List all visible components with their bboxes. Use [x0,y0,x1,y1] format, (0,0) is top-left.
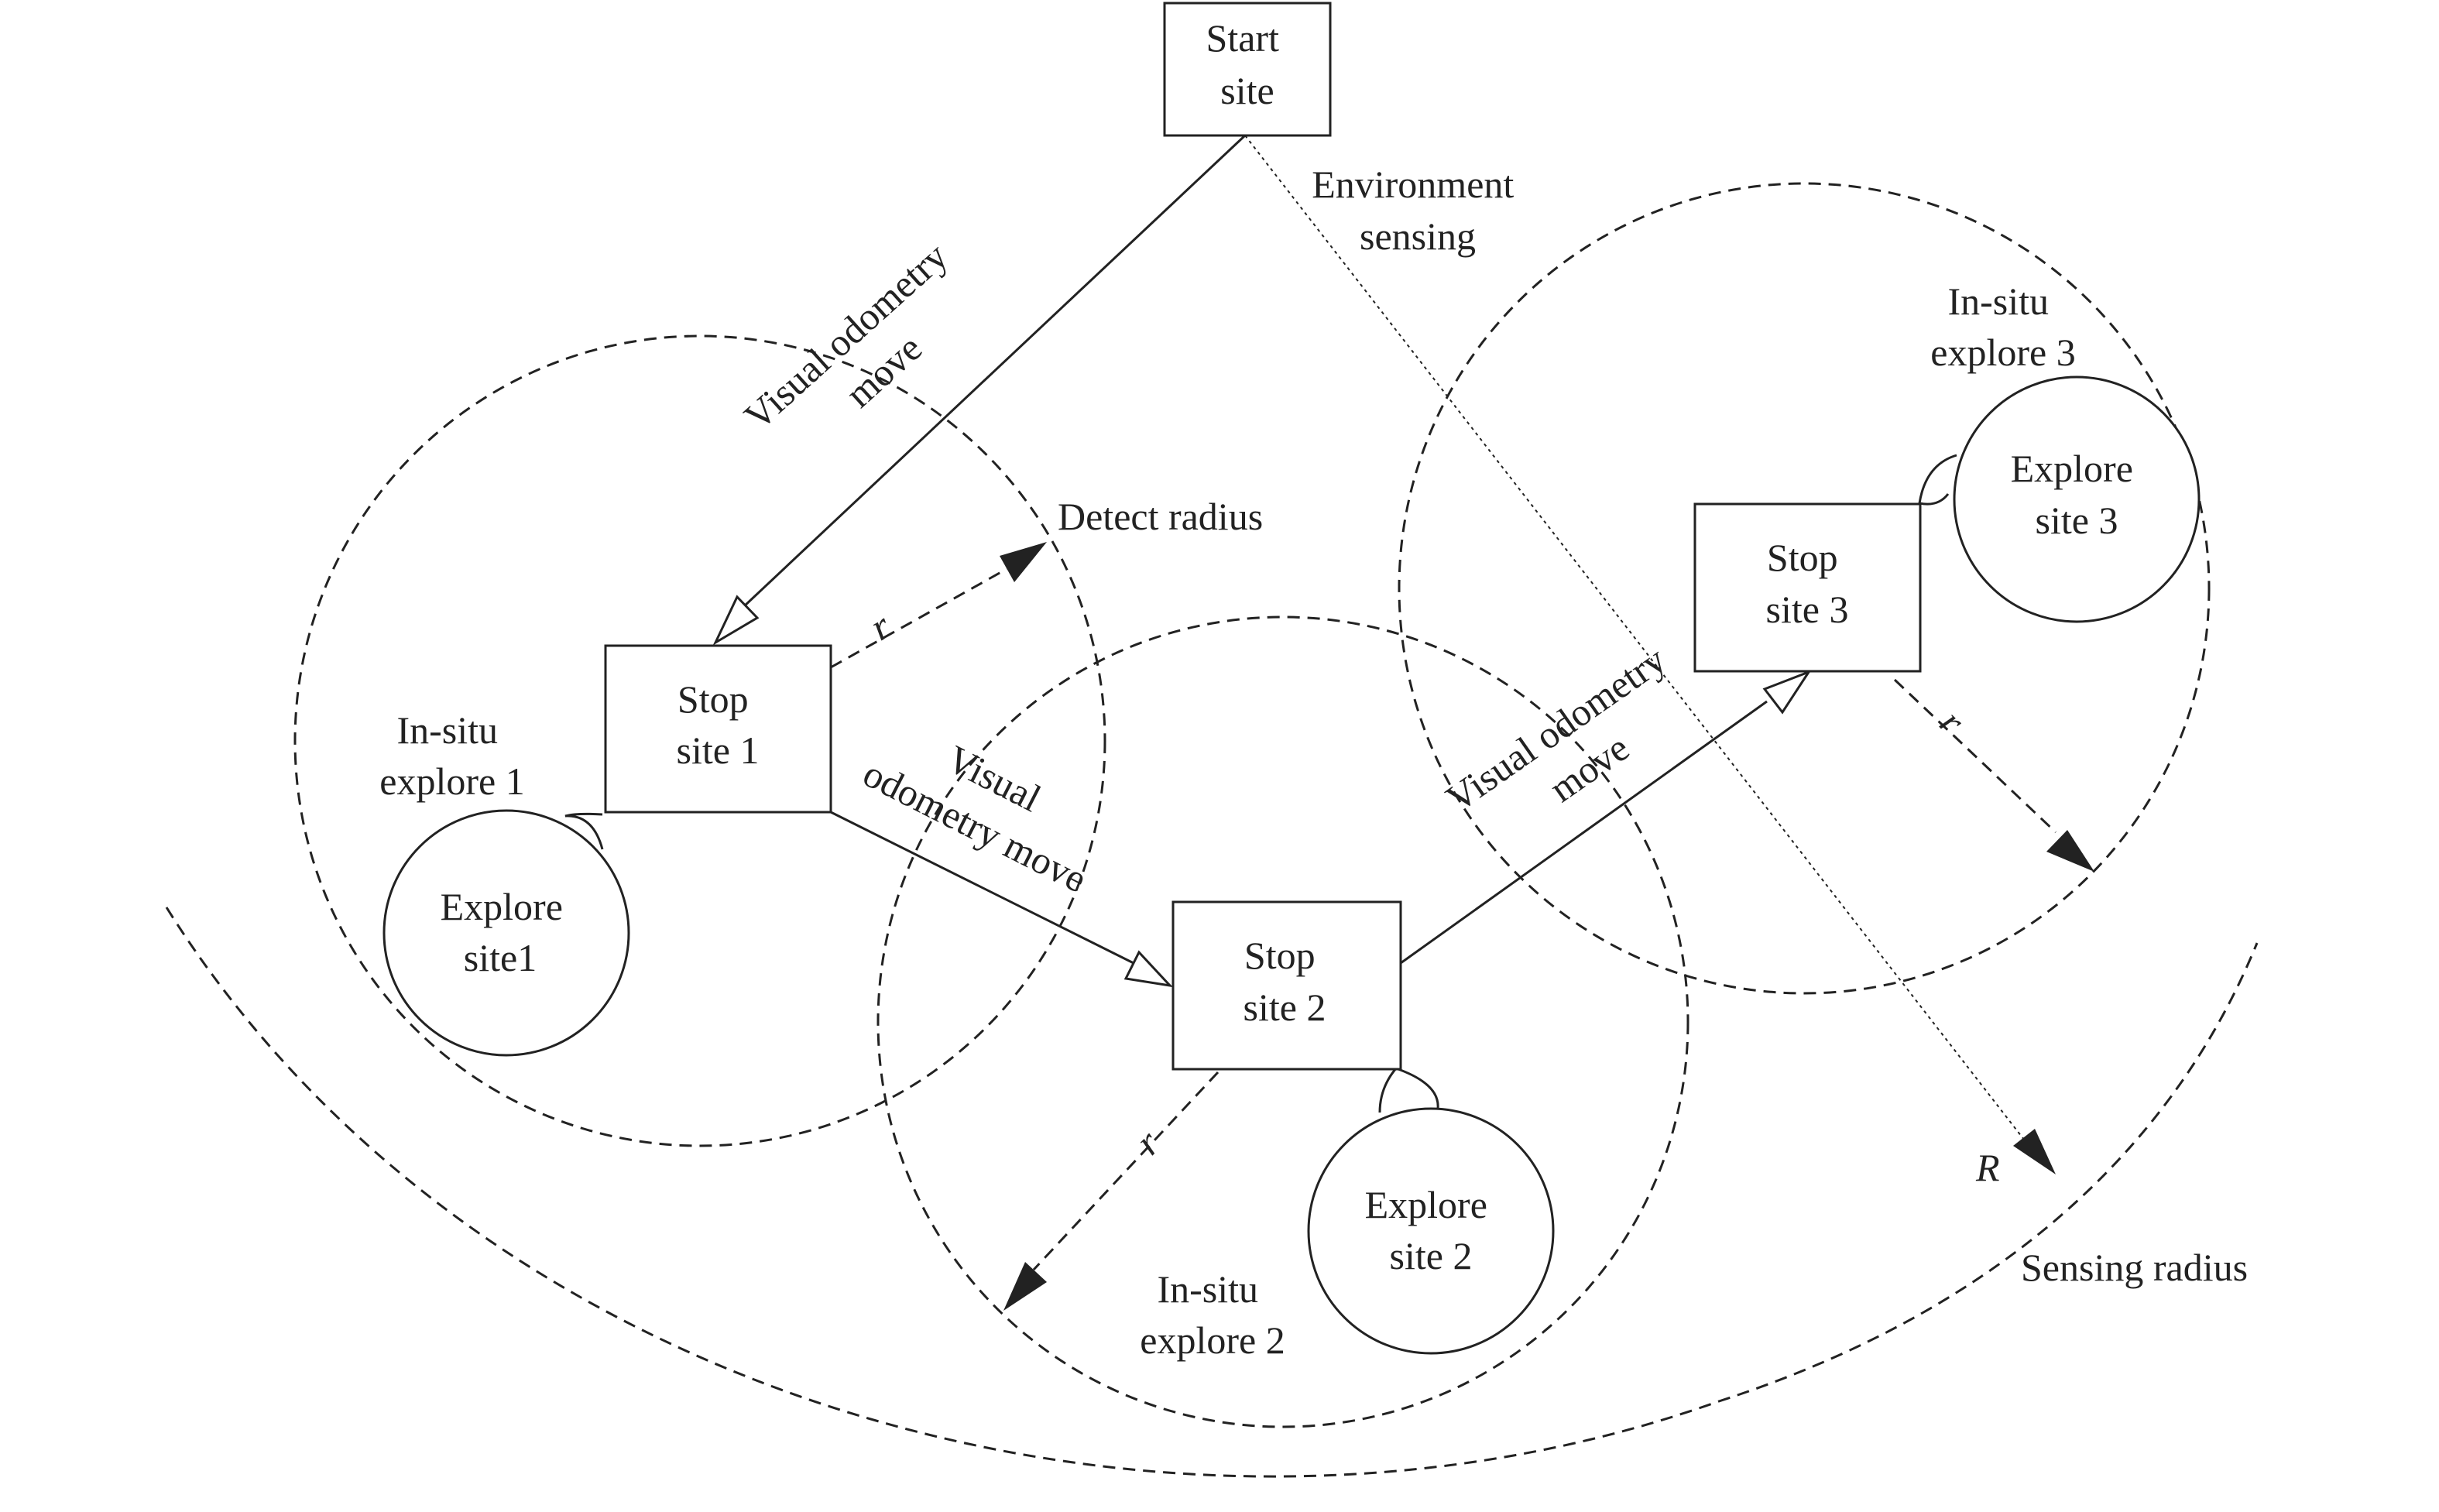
stop-site-3-label: Stop site 3 [1766,536,1849,631]
explore-site-2-label: Explore site 2 [1365,1183,1497,1277]
move-arrowhead-3 [1762,669,1812,715]
connector-arc-3 [1918,454,1957,506]
environment-sensing-label: Environment sensing [1312,163,1524,258]
detect-radius-arrow-2 [1032,1071,1220,1271]
move-arrowhead-1 [712,595,760,646]
explore-site-1-label: Explore site1 [441,885,573,979]
detect-circle-2 [876,615,1689,1428]
insitu-explore-1-label: In-situ explore 1 [379,708,524,803]
environment-sensing-line [1244,135,2036,1154]
visual-odometry-move-label-1: Visual odometry move [736,228,997,476]
stop-site-2-label: Stop site 2 [1244,934,1326,1029]
explore-site-3-label: Explore site 3 [2011,447,2143,542]
explore-site-1-circle [382,809,630,1057]
detect-radius-arrowhead-3 [2046,830,2094,872]
detect-radius-arrowhead-1 [1000,542,1047,582]
detect-radius-arrow-3 [1893,678,2057,834]
insitu-explore-2-label: In-situ explore 2 [1140,1267,1285,1362]
stop-site-3-box [1693,502,1922,673]
insitu-explore-3-label: In-situ explore 3 [1930,279,2075,374]
move-arrowhead-2 [1123,950,1174,988]
move-arrow-stop2-to-stop3 [1400,700,1768,965]
sensing-radius-label: Sensing radius [2021,1246,2248,1289]
move-arrow-start-to-stop1 [742,134,1247,609]
detect-radius-label: Detect radius [1058,495,1263,538]
detect-circle-3 [1398,182,2211,995]
stop-site-2-box [1171,900,1402,1071]
move-arrow-stop1-to-stop2 [830,811,1139,967]
detect-radius-arrow-1 [830,567,1007,669]
visual-odometry-move-label-2: Visual odometry move [856,706,1117,901]
detect-circle-1 [293,334,1106,1147]
sensing-radius-arc [165,907,2259,1478]
stop-site-1-box [604,644,832,814]
detect-radius-arrowhead-2 [1003,1262,1047,1311]
visual-odometry-move-label-3: Visual odometry move [1438,632,1710,862]
connector-arc-2 [1378,1067,1439,1113]
connector-arc-1 [564,812,604,850]
sensing-arrowhead [2013,1129,2056,1174]
r-symbol-2: r [1127,1121,1168,1163]
explore-site-3-circle [1953,375,2201,623]
start-site-label: Start site [1206,16,1289,112]
R-symbol: R [1975,1146,2000,1189]
stop-site-1-label: Stop site 1 [677,677,760,772]
start-site-box [1163,2,1332,137]
explore-site-2-circle [1307,1107,1555,1355]
r-symbol-3: r [1932,701,1974,742]
r-symbol-1: r [863,604,897,649]
